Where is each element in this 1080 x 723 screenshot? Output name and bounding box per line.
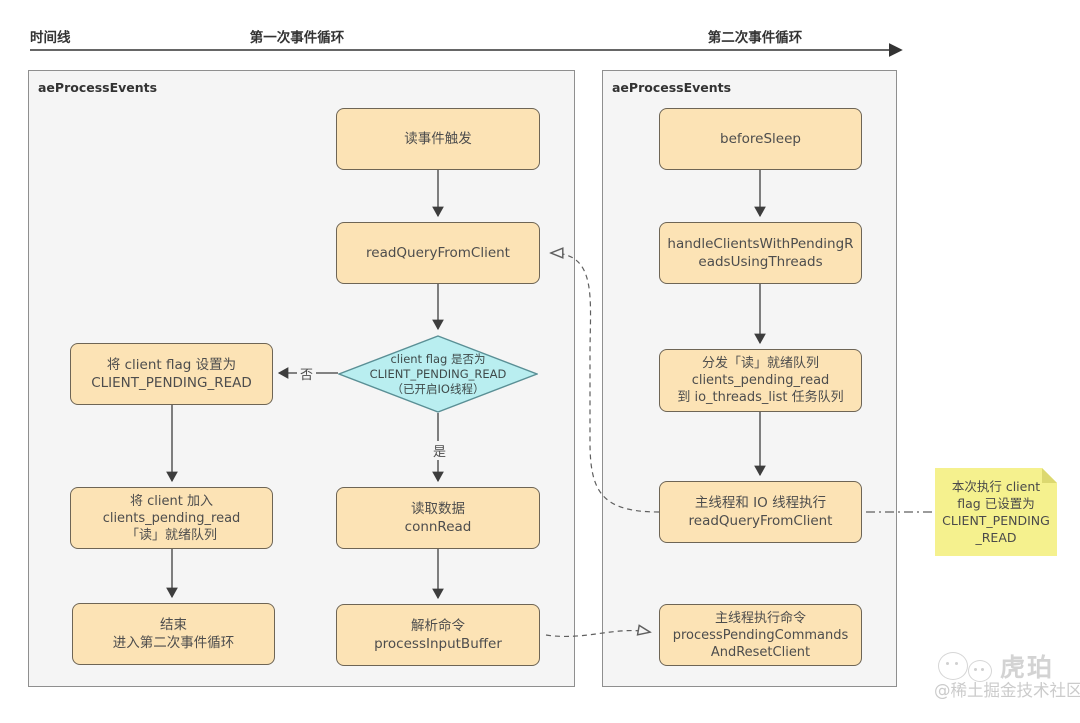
node-before-sleep: beforeSleep: [659, 108, 862, 170]
node-decision-client-flag: client flag 是否为 CLIENT_PENDING_READ （已开启…: [338, 335, 538, 413]
watermark-cat-icon: [968, 660, 992, 682]
edge-label-yes: 是: [430, 441, 450, 460]
panel1-title: aeProcessEvents: [38, 80, 158, 95]
timeline-label: 时间线: [30, 30, 71, 46]
edge-label-no: 否: [297, 364, 317, 383]
node-handle-clients-with-pending-reads: handleClientsWithPendingReadsUsingThread…: [659, 222, 862, 284]
node-end-enter-second-loop: 结束 进入第二次事件循环: [72, 603, 275, 665]
watermark: 虎珀 @稀土掘金技术社区: [920, 646, 1080, 704]
watermark-cat-icon: [938, 652, 968, 680]
watermark-community-label: @稀土掘金技术社区: [934, 681, 1080, 700]
timeline-loop2-label: 第二次事件循环: [707, 30, 803, 46]
watermark-author-name: 虎珀: [1000, 653, 1055, 682]
panel2-title: aeProcessEvents: [612, 80, 732, 95]
node-main-and-io-threads-exec: 主线程和 IO 线程执行 readQueryFromClient: [659, 481, 862, 543]
decision-label: client flag 是否为 CLIENT_PENDING_READ （已开启…: [369, 351, 507, 396]
node-add-client-to-queue: 将 client 加入 clients_pending_read 「读」就绪队列: [70, 487, 273, 549]
node-read-data-connread: 读取数据 connRead: [336, 487, 540, 549]
decision-diamond-shape: [338, 335, 538, 413]
node-main-thread-exec-command: 主线程执行命令 processPendingCommands AndResetC…: [659, 604, 862, 666]
node-dispatch-read-queue: 分发「读」就绪队列 clients_pending_read 到 io_thre…: [659, 349, 862, 412]
node-set-client-flag: 将 client flag 设置为 CLIENT_PENDING_READ: [70, 343, 273, 405]
node-parse-command: 解析命令 processInputBuffer: [336, 604, 540, 666]
sticky-note-fold: [1042, 468, 1057, 483]
sticky-note: 本次执行 client flag 已设置为 CLIENT_PENDING _RE…: [935, 468, 1057, 556]
node-read-query-from-client: readQueryFromClient: [336, 222, 540, 284]
timeline-loop1-label: 第一次事件循环: [249, 30, 345, 46]
node-read-event-triggered: 读事件触发: [336, 108, 540, 170]
